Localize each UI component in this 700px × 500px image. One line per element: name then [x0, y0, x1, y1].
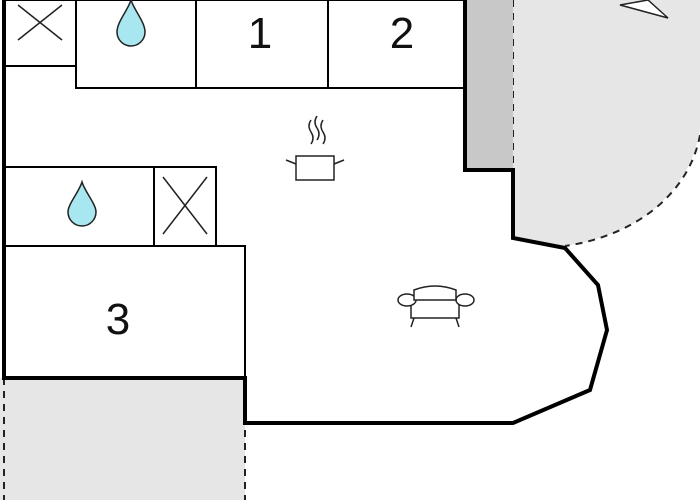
water-drop-icon [67, 179, 97, 227]
room-3-box [3, 245, 246, 379]
door-swing-icon [619, 0, 669, 19]
patio-area [0, 378, 245, 500]
toilet-top-box [3, 0, 77, 67]
terrace-dashed-boundary [564, 134, 700, 247]
sofa-icon [397, 285, 475, 328]
wall-segment [465, 0, 513, 170]
room-1-label: 1 [248, 9, 272, 58]
terrace-area [513, 0, 700, 246]
cross-toilet-icon [162, 176, 208, 235]
water-drop-icon [116, 0, 146, 47]
room-2-box [327, 0, 466, 89]
room-2-label: 2 [390, 9, 414, 58]
cross-toilet-icon [17, 4, 63, 41]
cooking-pot-icon [285, 115, 345, 181]
room-3-label: 3 [106, 295, 130, 344]
